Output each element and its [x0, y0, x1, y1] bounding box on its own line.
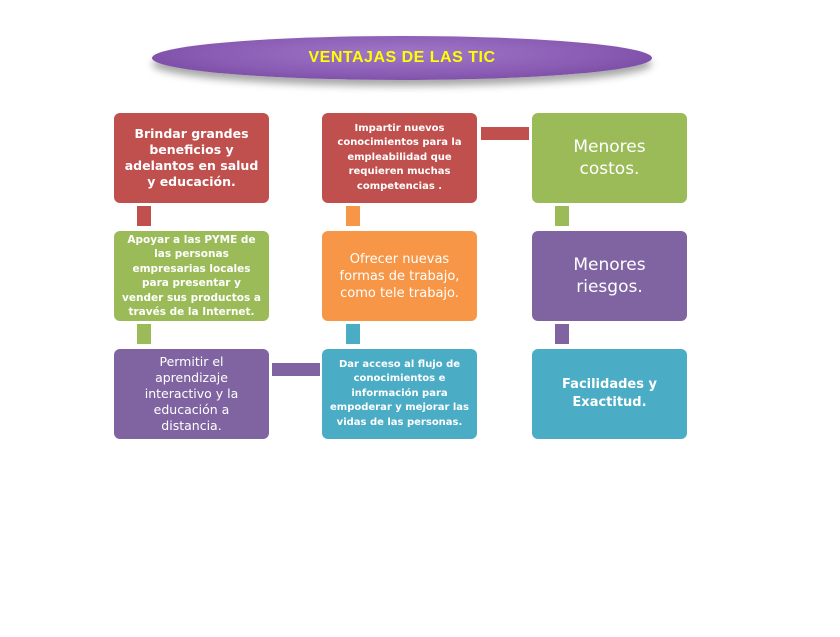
title-banner: VENTAJAS DE LAS TIC: [152, 36, 652, 80]
connector-c1-r2-r3: [137, 324, 151, 344]
box-interactive-learning-text: Permitir el aprendizaje interactivo y la…: [144, 354, 239, 433]
box-health-education-text: Brindar grandes beneficios y adelantos e…: [124, 126, 259, 189]
box-new-knowledge: Impartir nuevos conocimientos para la em…: [322, 113, 477, 203]
connector-c2-r2-r3: [346, 324, 360, 344]
connector-c3-r1-r2: [555, 206, 569, 226]
box-lower-risks: Menores riesgos.: [532, 231, 687, 321]
connector-r1-c2-c3: [481, 127, 529, 140]
box-pyme-support: Apoyar a las PYME de las personas empres…: [114, 231, 269, 321]
box-pyme-support-text: Apoyar a las PYME de las personas empres…: [122, 233, 261, 319]
connector-c1-r1-r2: [137, 206, 151, 226]
box-lower-costs-text: Menores costos.: [573, 137, 646, 179]
box-knowledge-access-text: Dar acceso al flujo de conocimientos e i…: [330, 358, 469, 428]
box-ease-accuracy-text: Facilidades y Exactitud.: [562, 377, 657, 410]
connector-c2-r1-r2: [346, 206, 360, 226]
diagram-title: VENTAJAS DE LAS TIC: [308, 49, 496, 66]
box-new-knowledge-text: Impartir nuevos conocimientos para la em…: [337, 122, 462, 192]
connector-r3-c1-c2: [272, 363, 320, 376]
box-health-education: Brindar grandes beneficios y adelantos e…: [114, 113, 269, 203]
box-lower-risks-text: Menores riesgos.: [573, 255, 646, 297]
box-knowledge-access: Dar acceso al flujo de conocimientos e i…: [322, 349, 477, 439]
box-ease-accuracy: Facilidades y Exactitud.: [532, 349, 687, 439]
box-interactive-learning: Permitir el aprendizaje interactivo y la…: [114, 349, 269, 439]
box-new-work-forms: Ofrecer nuevas formas de trabajo, como t…: [322, 231, 477, 321]
box-new-work-forms-text: Ofrecer nuevas formas de trabajo, como t…: [339, 251, 460, 301]
connector-c3-r2-r3: [555, 324, 569, 344]
box-lower-costs: Menores costos.: [532, 113, 687, 203]
